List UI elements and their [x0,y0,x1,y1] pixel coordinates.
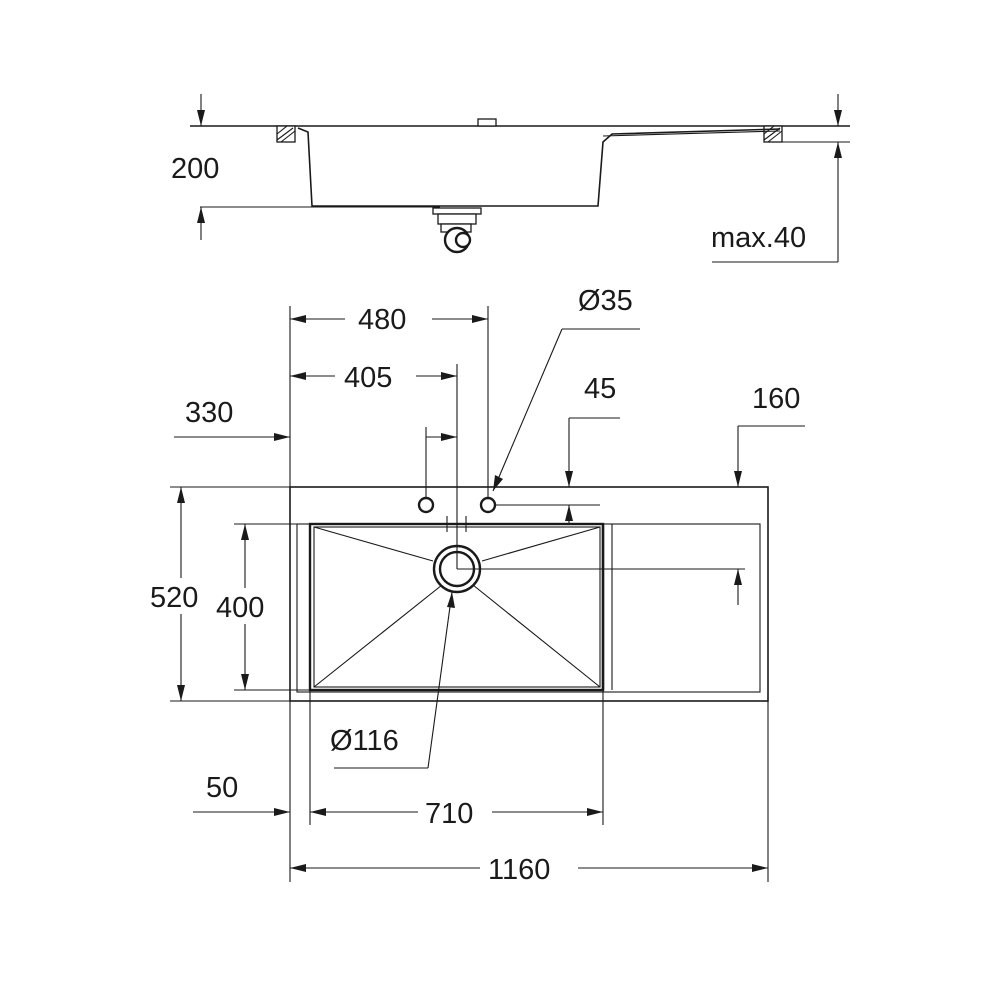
dimension-tap-hole-diameter: Ø35 [492,285,640,492]
dimension-left-margin: 50 [193,772,290,816]
tap-hole-offset-label: 480 [358,304,406,336]
sink-outer-rim [289,486,769,702]
worktop-thickness-label: max.40 [711,222,806,254]
dimension-waste-offset: 405 [290,362,457,394]
waste-diameter-label: Ø116 [330,725,399,757]
tap-hole-right [479,496,497,514]
bowl-slope-lines [313,526,601,688]
tap-hole-edge-label: 45 [584,373,616,405]
worktop-section [190,125,850,143]
drainer-label: 160 [752,383,800,415]
tap-hole-diameter-label: Ø35 [578,285,633,317]
left-margin-label: 50 [206,772,238,804]
dimension-bowl-depth: 400 [216,523,310,691]
dimension-cabinet: 330 [174,397,457,497]
overflow-cap [477,118,497,127]
side-view: 200 max.40 [171,94,850,263]
overall-depth-label: 520 [150,582,198,614]
dimension-worktop-thickness: max.40 [711,94,842,263]
overall-width-label: 1160 [488,854,550,886]
dimension-bowl-width: 710 [310,798,603,830]
cabinet-label: 330 [185,397,233,429]
dimension-depth: 200 [171,94,219,240]
dimension-tap-hole-edge: 45 [495,373,620,524]
tap-hole-left [417,496,435,514]
top-view: 480 405 330 Ø35 [150,285,805,886]
dimension-overall-depth: 520 [150,486,290,702]
dimension-tap-hole-offset: 480 [289,304,489,498]
waste-fitting [432,207,482,254]
dimension-overall-width: 1160 [290,854,768,886]
dimension-waste-diameter: Ø116 [330,591,455,769]
waste-offset-label: 405 [344,362,392,394]
sink-inner-rim [296,523,761,693]
dimension-drainer: 160 [734,383,805,605]
bowl-width-label: 710 [425,798,473,830]
sink-profile [297,127,781,207]
depth-label: 200 [171,153,219,185]
bowl-depth-label: 400 [216,592,264,624]
